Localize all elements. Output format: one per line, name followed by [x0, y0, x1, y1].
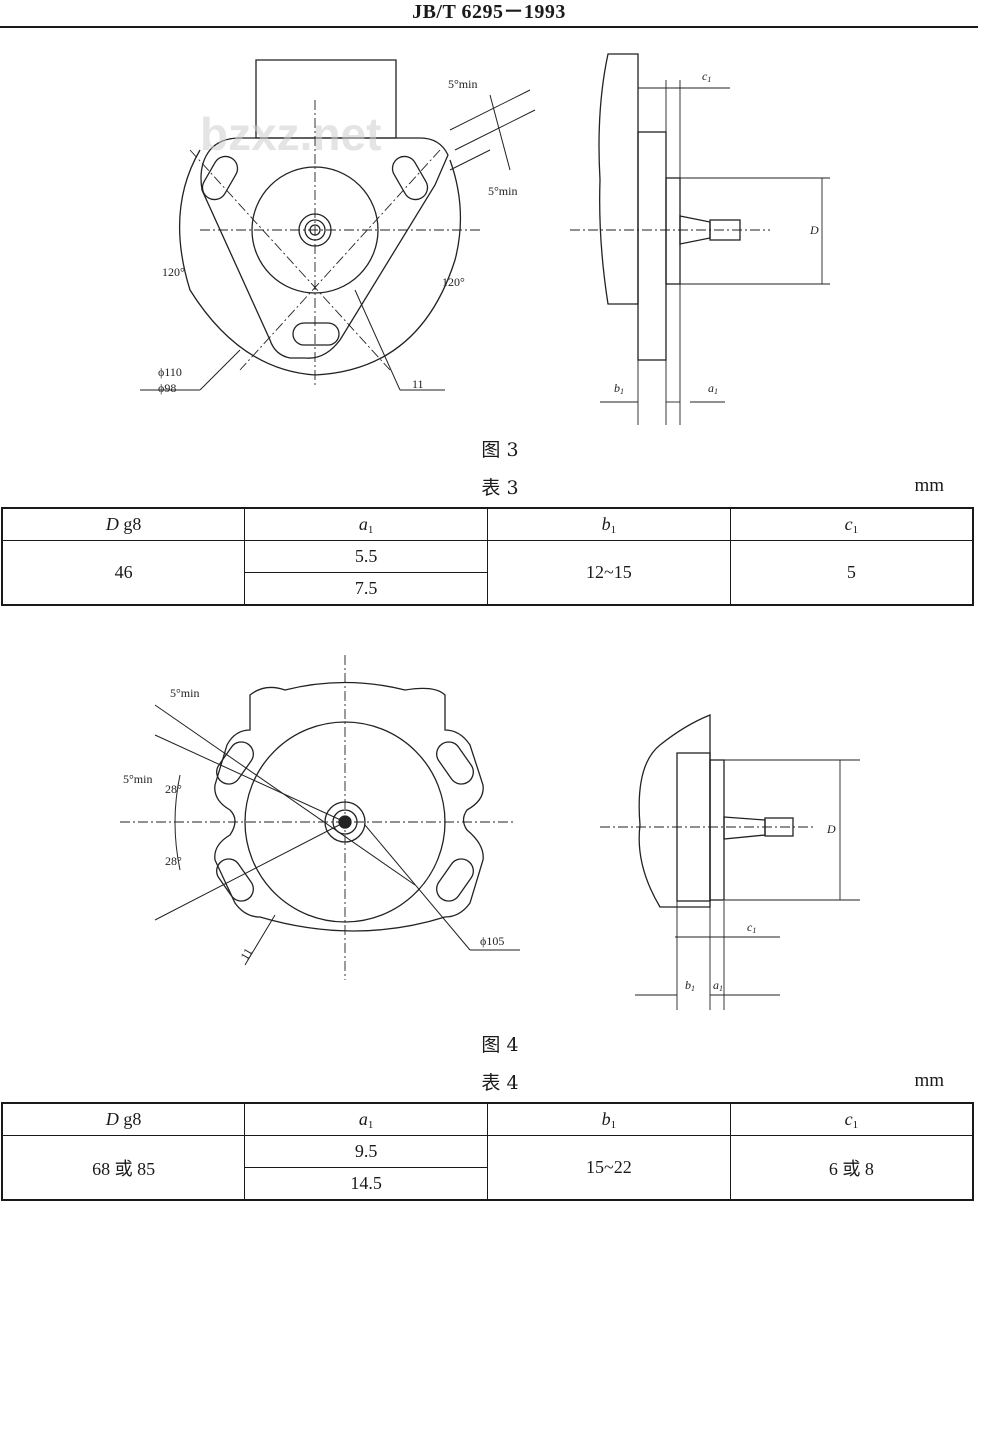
label-28-bottom: 28°: [165, 854, 182, 868]
col-b1: b1: [487, 1102, 731, 1136]
cell-b1: 12~15: [487, 540, 731, 606]
angle-arc-left: [174, 774, 181, 871]
table-3-unit: mm: [914, 475, 944, 496]
figure-3-drawing: bzxz.net 5°min 5°min 120° 120° ϕ110 ϕ98 …: [140, 53, 830, 425]
cell-D: 68 或 85: [1, 1135, 246, 1201]
label-D: D: [826, 822, 836, 836]
cell-a1-bottom: 7.5: [244, 572, 488, 606]
side-shaft-taper: [723, 816, 766, 840]
col-a1: a1: [244, 507, 488, 541]
cell-a1-top: 5.5: [244, 540, 488, 573]
table-row: 68 或 85 9.5 15~22 6 或 8: [1, 1135, 974, 1201]
slot-bottom-right: [436, 858, 474, 902]
flange-outline: [214, 681, 484, 932]
col-D-g8: D g8: [1, 1102, 246, 1136]
label-a1: a1: [713, 978, 723, 993]
table-row: 14.5: [2, 1167, 973, 1201]
slot-bottom-left: [216, 858, 254, 902]
col-c1: c1: [729, 1102, 974, 1136]
slot-bottom: [292, 322, 340, 346]
label-b1: b1: [614, 381, 624, 396]
label-dia-110: ϕ110: [158, 365, 182, 379]
standard-number: JB/T 6295－1993: [412, 1, 566, 23]
side-wall: [598, 53, 639, 305]
cell-c1: 5: [729, 540, 974, 606]
figure-4: 5°min 5°min 28° 28° 11 ϕ105 c1 D b1: [115, 645, 865, 1025]
label-120-left: 120°: [162, 265, 185, 279]
col-b1: b1: [487, 507, 731, 541]
label-28-top: 28°: [165, 782, 182, 796]
cell-a1-bottom: 14.5: [244, 1167, 488, 1201]
table-header-row: D g8 a1 b1 c1: [1, 507, 974, 541]
leader-slot: [354, 289, 401, 391]
slot-top-left: [216, 741, 254, 785]
table-header-row: D g8 a1 b1 c1: [1, 1102, 974, 1136]
label-dia-105: ϕ105: [480, 934, 504, 948]
label-slot-11: 11: [237, 945, 255, 962]
table-4: D g8 a1 b1 c1 68 或 85 9.5 15~22 6 或 8 14…: [1, 1102, 974, 1201]
slot-left: [201, 155, 239, 201]
figure-4-caption: 图 4: [481, 1034, 519, 1056]
label-c1: c1: [702, 69, 711, 84]
label-5min-top: 5°min: [170, 686, 199, 700]
figure-4-drawing: 5°min 5°min 28° 28° 11 ϕ105 c1 D b1: [120, 655, 860, 1010]
figure-3: bzxz.net 5°min 5°min 120° 120° ϕ110 ϕ98 …: [130, 40, 850, 435]
side-flange: [637, 131, 667, 361]
table-row: 7.5: [2, 572, 973, 606]
cell-D: 46: [1, 540, 246, 606]
label-c1: c1: [747, 920, 756, 935]
dim-line-slot: [244, 914, 276, 966]
center-line-diag1: [189, 149, 391, 371]
dim-line-5min-b: [454, 109, 536, 151]
bolt-circle-arc: [178, 149, 462, 376]
page-header: JB/T 6295－1993: [0, 0, 978, 28]
label-5min-left: 5°min: [123, 772, 152, 786]
cell-b1: 15~22: [487, 1135, 731, 1201]
leader-dia: [364, 824, 471, 951]
dim-line-right-slot: [449, 149, 491, 171]
watermark: bzxz.net: [200, 108, 381, 160]
cell-c1: 6 或 8: [729, 1135, 974, 1201]
side-wall: [638, 714, 711, 908]
dim-line-5min-b: [154, 734, 346, 823]
triangular-flange: [200, 137, 449, 359]
table-4-unit: mm: [914, 1070, 944, 1091]
side-pilot: [709, 759, 725, 901]
label-a1: a1: [708, 381, 718, 396]
cell-a1-top: 9.5: [244, 1135, 488, 1168]
table-row: 46 5.5 12~15 5: [1, 540, 974, 606]
col-D-g8: D g8: [1, 507, 246, 541]
label-5min-top: 5°min: [448, 77, 477, 91]
col-a1: a1: [244, 1102, 488, 1136]
table-3-caption: 表 3: [481, 477, 519, 499]
label-dia-98: ϕ98: [158, 381, 176, 395]
leader-dia-2: [199, 349, 241, 391]
table-3: D g8 a1 b1 c1 46 5.5 12~15 5 7.5: [1, 507, 974, 606]
dim-line-5min-c: [489, 94, 511, 171]
label-5min-right: 5°min: [488, 184, 517, 198]
label-slot-11: 11: [412, 377, 424, 391]
label-b1: b1: [685, 978, 695, 993]
dim-line-5min-a: [449, 89, 531, 131]
slot-top-right: [436, 741, 474, 785]
center-line-diag2: [239, 149, 441, 371]
dim-line-28-bottom: [154, 821, 346, 921]
slot-right: [391, 155, 429, 201]
label-D: D: [809, 223, 819, 237]
label-120-right: 120°: [442, 275, 465, 289]
figure-3-caption: 图 3: [481, 439, 519, 461]
col-c1: c1: [729, 507, 974, 541]
side-pilot: [665, 177, 681, 285]
table-4-caption: 表 4: [481, 1072, 519, 1094]
